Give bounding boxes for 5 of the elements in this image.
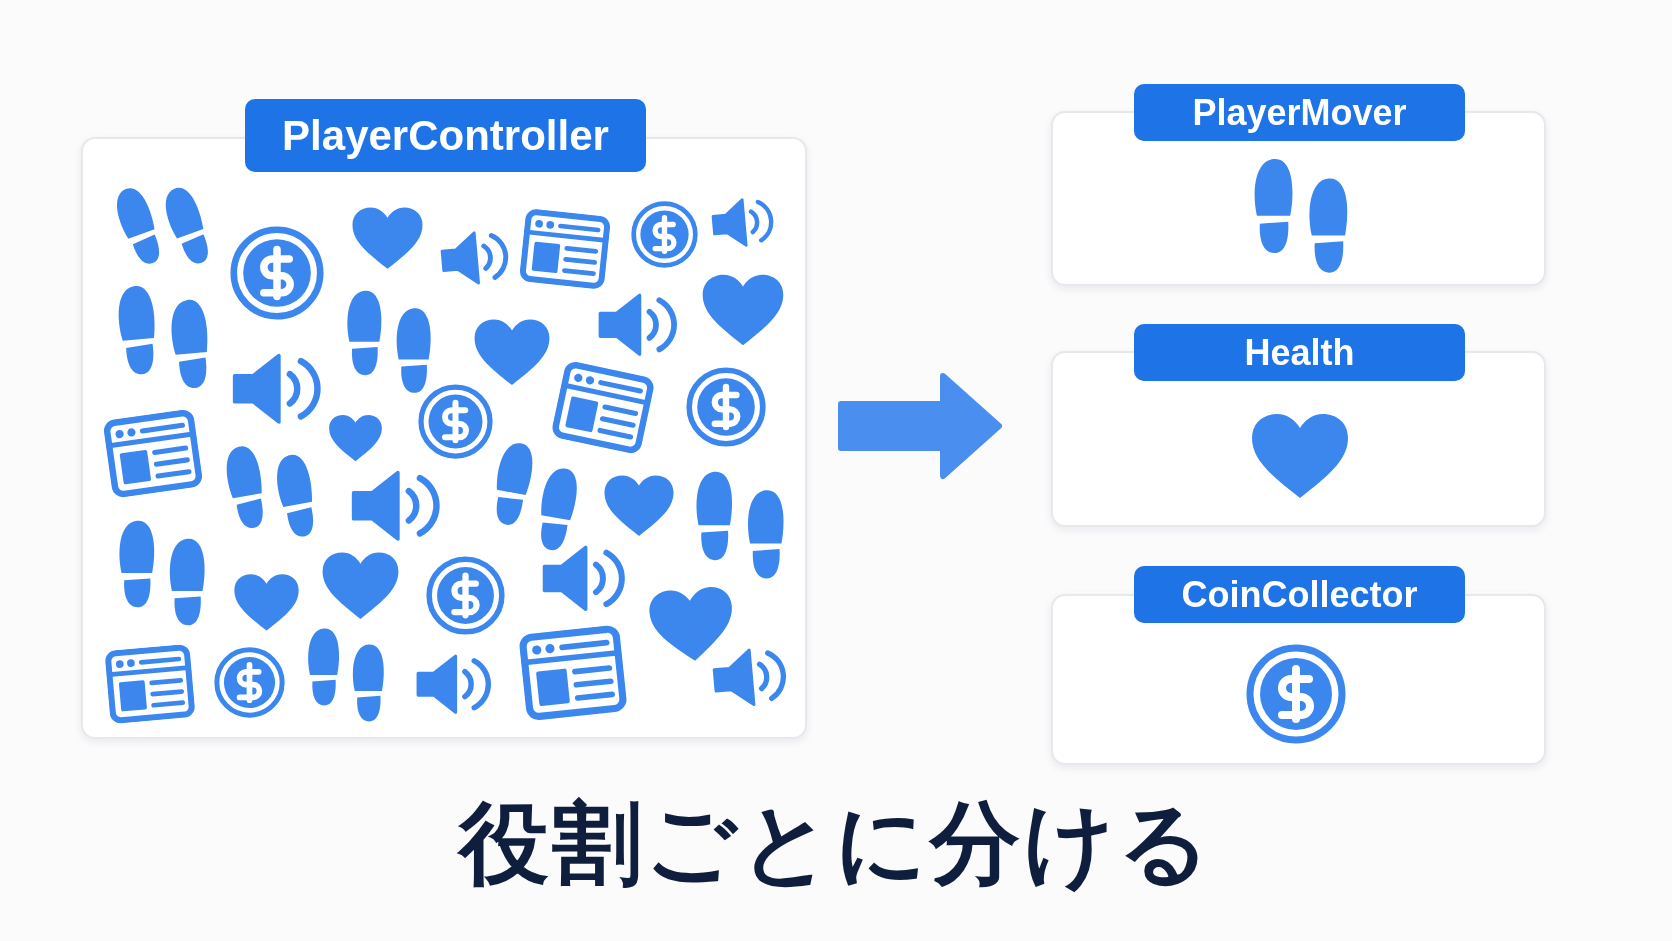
title-banner: PlayerMover xyxy=(1134,84,1465,141)
title-banner: Health xyxy=(1134,324,1465,381)
arrow xyxy=(838,373,1002,479)
title-banner: PlayerController xyxy=(245,99,646,172)
title-banner: CoinCollector xyxy=(1134,566,1465,623)
